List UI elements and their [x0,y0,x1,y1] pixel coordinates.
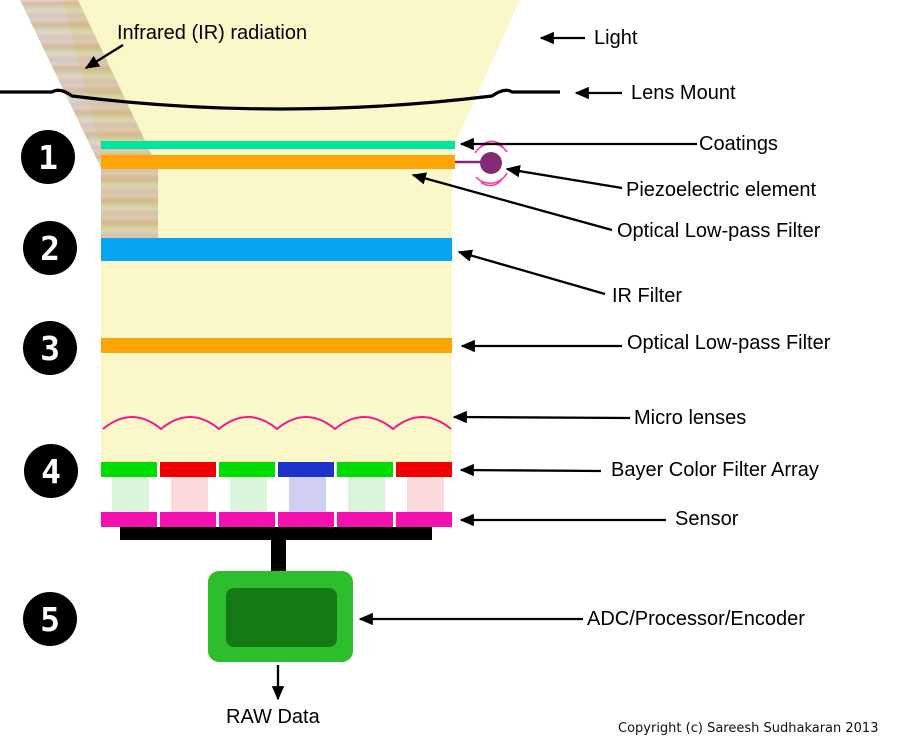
ir-filter-bar [101,238,452,261]
sensor-photosite-cell [160,512,216,527]
step-number: 5 [40,599,60,639]
step-number: 2 [40,228,60,268]
sensor-photosite-cell [101,512,157,527]
bayer-filter-cell-red [160,462,216,477]
sensor-photosite-cell [337,512,393,527]
sensor-label: Sensor [675,508,739,530]
piezoelectric-label: Piezoelectric element [626,179,817,201]
step-number: 4 [41,451,61,491]
adc-box-inner [226,588,337,647]
olpf-bottom-label: Optical Low-pass Filter [627,332,831,354]
step-number: 1 [38,137,58,177]
olpf-top-label: Optical Low-pass Filter [617,220,821,242]
sensor-substrate-bar [120,527,432,540]
label-arrows [84,31,697,701]
olpf-top-arrow [411,172,613,232]
piezo-element-dot [480,152,502,174]
coatings-bar [101,141,455,149]
step-badge-4: 4 [24,444,78,498]
photodiode-well-blue [289,477,326,512]
adc-label: ADC/Processor/Encoder [587,608,805,630]
photodiode-well-red [407,477,444,512]
photodiode-well-green [230,477,267,512]
lens-mount-curve [0,88,560,111]
copyright-text: Copyright (c) Sareesh Sudhakaran 2013 [618,721,879,736]
step-badge-5: 5 [23,592,77,646]
olpf-bottom-bar [101,338,452,353]
sensor-photosite-cell [278,512,334,527]
infrared-label: Infrared (IR) radiation [117,22,308,44]
bayer-filter-cell-red [396,462,452,477]
step-badge-1: 1 [21,130,75,184]
bayer-arrow [459,463,602,477]
lens-mount-label: Lens Mount [631,82,736,104]
bayer-filter-cell-green [337,462,393,477]
bayer-filter-cell-green [101,462,157,477]
raw-data-label: RAW Data [226,706,320,728]
photodiode-well-row [101,477,455,512]
micro-lenses-label: Micro lenses [634,407,747,429]
sensor-photosite-cell [396,512,452,527]
bayer-label: Bayer Color Filter Array [611,459,819,481]
sensor-photosite-row [101,512,455,527]
light-label: Light [594,27,638,49]
infrared-arrow [84,44,124,69]
photodiode-well-green [348,477,385,512]
step-badge-3: 3 [23,321,77,375]
olpf-top-bar [101,155,455,169]
step-number: 3 [40,328,60,368]
sensor-stem [271,540,286,572]
coatings-label: Coatings [699,133,778,155]
ir-filter-arrow [457,249,606,296]
photodiode-well-green [112,477,149,512]
ir-filter-label: IR Filter [612,285,682,307]
bayer-filter-row [101,462,455,477]
bayer-filter-cell-blue [278,462,334,477]
bayer-filter-cell-green [219,462,275,477]
sensor-photosite-cell [219,512,275,527]
micro-lenses-arrow [452,410,631,424]
micro-lenses-curve [102,416,452,431]
piezoelectric-arrow [505,164,623,190]
step-badge-2: 2 [23,221,77,275]
photodiode-well-red [171,477,208,512]
